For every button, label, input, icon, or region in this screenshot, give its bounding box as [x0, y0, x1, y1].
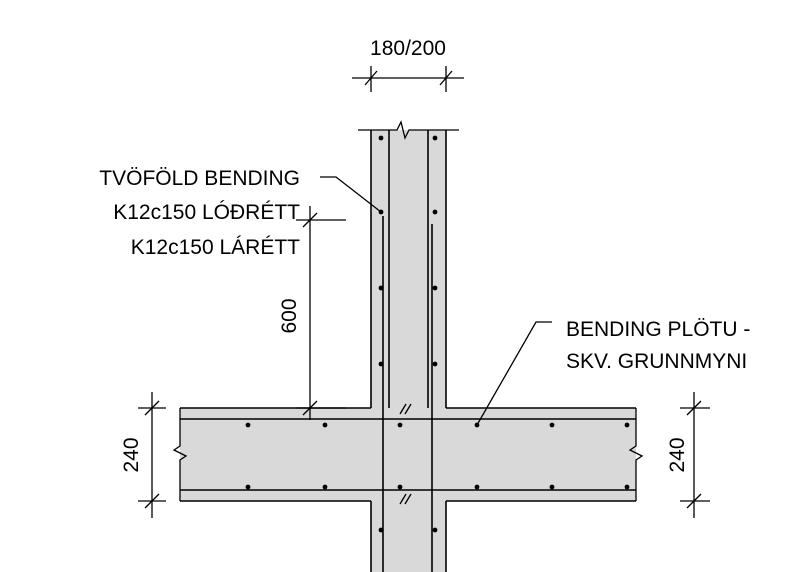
slab-rebar-label-line2: SKV. GRUNNMYNI [566, 350, 747, 373]
slab-rebar-label-line1: BENDING PLÖTU - [566, 318, 750, 341]
slab-thickness-label-left: 240 [120, 437, 143, 472]
slab-break-line-left [172, 408, 188, 501]
slab-thickness-label-right: 240 [666, 437, 689, 472]
slab-bottom-bars [245, 484, 630, 490]
lap-length-dimension: 600 [278, 206, 346, 420]
wall-rebar-label-line2: K12c150 LÓÐRÉTT [113, 201, 300, 224]
wall-rebar-label-line1: TVÖFÖLD BENDING [99, 167, 300, 190]
wall-thickness-label: 180/200 [370, 37, 446, 60]
slab-thickness-dimension-right: 240 [666, 392, 710, 518]
joint-marks [399, 403, 412, 505]
lap-length-label: 600 [278, 298, 301, 333]
slab-rebar [180, 403, 636, 505]
wall-rebar-callout: TVÖFÖLD BENDING K12c150 LÓÐRÉTT K12c150 … [99, 167, 382, 259]
slab-concrete [180, 408, 636, 501]
wall-rebar-label-line3: K12c150 LÁRÉTT [131, 236, 300, 259]
slab-thickness-dimension-left: 240 [120, 392, 166, 518]
slab-break-line-right [628, 408, 644, 501]
wall-thickness-dimension: 180/200 [352, 37, 464, 92]
slab-rebar-callout: BENDING PLÖTU - SKV. GRUNNMYNI [476, 318, 750, 426]
wall-outline [358, 120, 459, 572]
wall-break-line [358, 120, 459, 140]
